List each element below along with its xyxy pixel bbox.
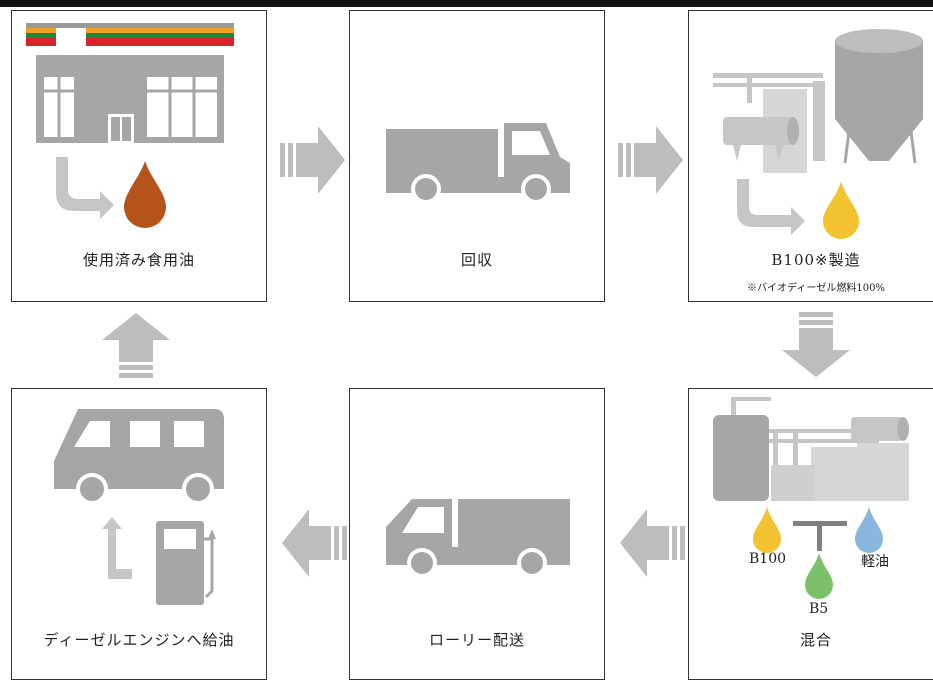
step-label: ディーゼルエンジンへ給油 [43, 631, 235, 649]
step-used-cooking-oil: 使用済み食用油 [11, 10, 267, 302]
footnote: ※バイオディーゼル燃料100% [747, 283, 885, 294]
arrow-right-icon [280, 126, 345, 194]
step-label: 回収 [460, 251, 493, 269]
top-strip [0, 0, 933, 7]
blending-plant-icon [713, 397, 909, 599]
arrow-up-icon [102, 313, 170, 378]
step-label: 混合 [799, 631, 832, 649]
step-label: ローリー配送 [428, 631, 525, 649]
arrow-left-icon [282, 509, 347, 577]
step-label: 使用済み食用油 [82, 251, 195, 269]
arrow-left-icon [620, 509, 685, 577]
fuel-label-b100: B100 [749, 551, 787, 567]
fuel-label-diesel: 軽油 [861, 554, 889, 570]
bus-and-fuel-pump-icon [54, 409, 224, 605]
step-refuel-diesel-engine: ディーゼルエンジンへ給油 [11, 388, 267, 680]
step-collection: 回収 [349, 10, 605, 302]
truck-icon [386, 123, 570, 204]
step-b100-production: B100※製造 ※バイオディーゼル燃料100% [688, 10, 933, 302]
tanker-truck-icon [386, 499, 570, 578]
fuel-label-b5: B5 [809, 601, 829, 617]
step-blending: B100 軽油 B5 混合 [688, 388, 933, 680]
convenience-store-icon [26, 23, 234, 228]
factory-icon [713, 29, 923, 239]
step-tanker-delivery: ローリー配送 [349, 388, 605, 680]
step-label: B100※製造 [771, 251, 861, 269]
arrow-down-icon [782, 312, 850, 377]
arrow-right-icon [618, 126, 683, 194]
